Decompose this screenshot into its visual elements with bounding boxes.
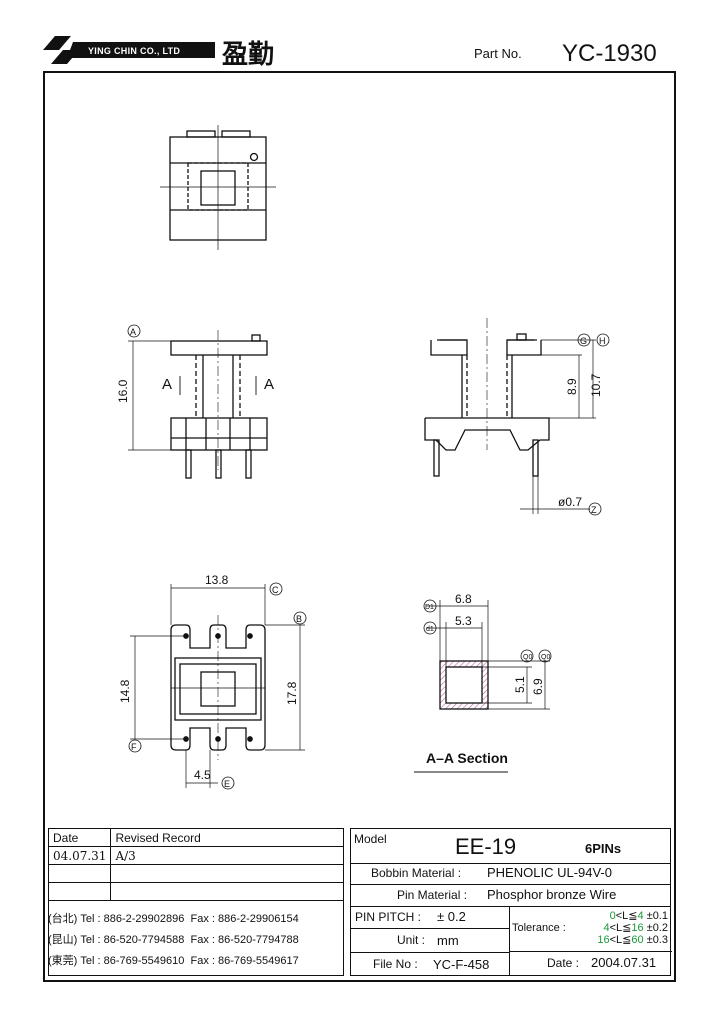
unit-row: Unit : mm — [351, 929, 509, 953]
dim-8-9: 8.9 — [565, 378, 579, 395]
side-view — [128, 330, 268, 479]
company-logo — [43, 36, 215, 64]
contact-fax: Fax : 86-520-7794788 — [190, 934, 299, 946]
contact-location: (昆山) — [48, 934, 78, 946]
pitch-unit-file: PIN PITCH : ± 0.2 Unit : mm File No : YC… — [351, 906, 510, 976]
date-value: 2004.07.31 — [591, 955, 657, 970]
dim-16: 16.0 — [116, 379, 130, 403]
spec-block: Model EE-19 6PINs Bobbin Material : PHEN… — [350, 828, 672, 976]
contact-row: (台北) Tel : 886-2-29902896 Fax : 886-2-29… — [48, 909, 344, 930]
bottom-view — [130, 584, 305, 788]
part-no-value: YC-1930 — [562, 40, 657, 67]
pitch-value: ± 0.2 — [437, 909, 466, 924]
section-mark-left: A — [162, 376, 172, 393]
tolerance-label: Tolerance : — [512, 922, 566, 934]
date-header: Date — [47, 828, 112, 847]
dim-10-7: 10.7 — [589, 373, 603, 397]
dim-6-8: 6.8 — [455, 592, 472, 606]
tolerance-row: 16<L≦60 ±0.3 — [597, 934, 668, 946]
dim-14-8: 14.8 — [118, 679, 132, 703]
contact-block: (台北) Tel : 886-2-29902896 Fax : 886-2-29… — [48, 909, 344, 972]
revision-date — [47, 882, 112, 901]
callout-c: C — [272, 585, 279, 595]
contact-fax: Fax : 86-769-5549617 — [190, 955, 299, 967]
date-row: Date : 2004.07.31 — [509, 951, 672, 976]
tolerance-row: 4<L≦16 ±0.2 — [603, 922, 668, 934]
model-row: Model EE-19 6PINs — [351, 829, 670, 864]
callout-q0-inner: Q0 — [523, 654, 532, 661]
contact-tel: Tel : 886-2-29902896 — [80, 913, 185, 925]
callout-z: Z — [591, 505, 597, 515]
revision-date: 04.07.31 — [47, 846, 112, 865]
pin-material-row: Pin Material : Phosphor bronze Wire — [351, 884, 670, 907]
date-label: Date : — [547, 956, 580, 970]
bobbin-label: Bobbin Material : — [371, 866, 462, 880]
callout-d1: D1 — [425, 604, 434, 611]
contact-tel: Tel : 86-769-5549610 — [80, 955, 185, 967]
callout-d1-small: d1 — [426, 626, 434, 633]
pitch-label: PIN PITCH : — [355, 910, 422, 924]
section-view — [414, 600, 550, 773]
model-value: EE-19 — [455, 834, 517, 859]
file-value: YC-F-458 — [433, 957, 490, 972]
bobbin-value: PHENOLIC UL-94V-0 — [487, 865, 612, 880]
section-title: A–A Section — [426, 750, 508, 766]
tolerance-row: 0<L≦4 ±0.1 — [609, 910, 668, 922]
tolerance-rows: 0<L≦4 ±0.1 4<L≦16 ±0.2 16<L≦60 ±0.3 — [573, 910, 668, 946]
company-name-cn: 盈勤 — [222, 40, 275, 70]
dim-pin-dia: ø0.7 — [558, 495, 582, 509]
file-label: File No : — [373, 957, 418, 971]
company-name: YING CHIN CO., LTD — [88, 46, 181, 56]
section-mark-right: A — [264, 376, 274, 393]
pin-material-label: Pin Material : — [397, 888, 468, 902]
revision-table: Date Revised Record 04.07.31 A/3 — [47, 828, 344, 901]
callout-q0-outer: Q0 — [541, 654, 550, 661]
dim-13-8: 13.8 — [205, 573, 229, 587]
pitch-row: PIN PITCH : ± 0.2 — [351, 906, 509, 929]
dim-17-8: 17.8 — [285, 681, 299, 705]
tolerance-block: Tolerance : 0<L≦4 ±0.1 4<L≦16 ±0.2 16<L≦… — [509, 906, 672, 952]
contact-row: (昆山) Tel : 86-520-7794588 Fax : 86-520-7… — [48, 930, 344, 951]
callout-h: H — [599, 336, 606, 346]
pin-count: 6PINs — [585, 841, 622, 856]
record-header: Revised Record — [110, 828, 344, 847]
callout-f: F — [131, 742, 137, 752]
part-no-label: Part No. — [474, 46, 522, 61]
dim-6-9: 6.9 — [531, 678, 545, 695]
unit-label: Unit : — [397, 933, 426, 947]
contact-fax: Fax : 886-2-29906154 — [190, 913, 299, 925]
dim-5-3: 5.3 — [455, 614, 472, 628]
revision-record: A/3 — [110, 846, 344, 865]
contact-tel: Tel : 86-520-7794588 — [80, 934, 185, 946]
unit-value: mm — [437, 933, 459, 948]
contact-location: (台北) — [48, 913, 78, 925]
revision-record — [110, 882, 344, 901]
file-row: File No : YC-F-458 — [351, 953, 509, 976]
callout-b: B — [296, 614, 302, 624]
drawing-frame — [43, 71, 676, 982]
revision-record — [110, 864, 344, 883]
callout-e: E — [224, 779, 230, 789]
model-label: Model — [354, 832, 387, 846]
front-view — [424, 318, 596, 514]
revision-date — [47, 864, 112, 883]
callout-a: A — [130, 327, 136, 337]
pin-material-value: Phosphor bronze Wire — [487, 887, 617, 902]
bobbin-row: Bobbin Material : PHENOLIC UL-94V-0 — [351, 863, 670, 885]
contact-location: (東莞) — [48, 955, 78, 967]
dim-4-5: 4.5 — [194, 768, 211, 782]
contact-row: (東莞) Tel : 86-769-5549610 Fax : 86-769-5… — [48, 951, 344, 972]
top-view — [160, 125, 276, 250]
dim-5-1: 5.1 — [513, 676, 527, 693]
callout-g: G — [580, 336, 587, 346]
